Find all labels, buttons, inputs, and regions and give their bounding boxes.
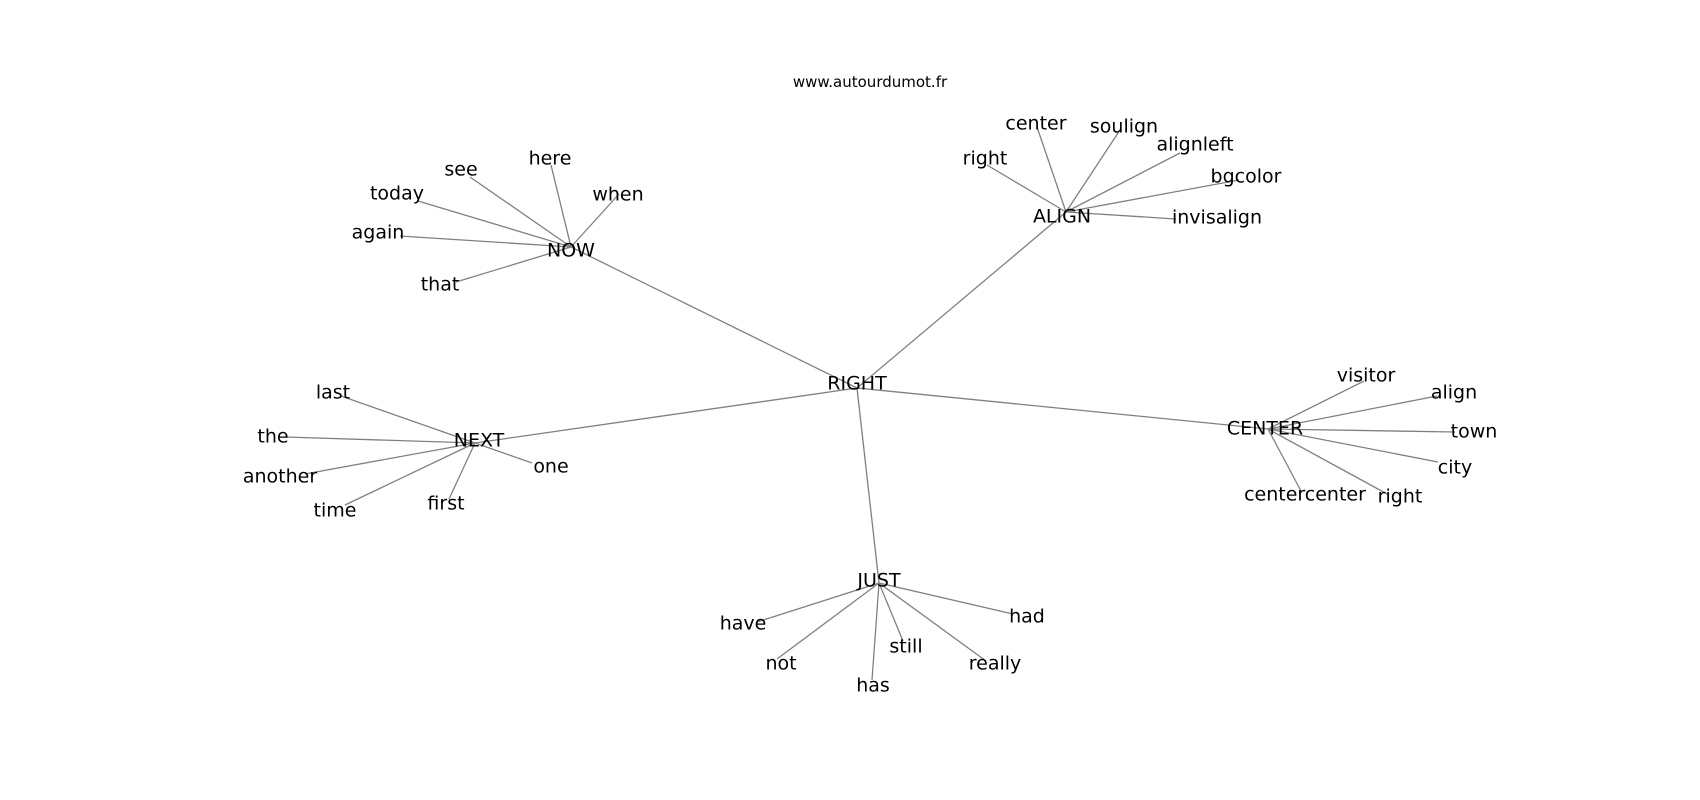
node-now-that[interactable]: that	[421, 274, 460, 296]
node-center-town[interactable]: town	[1451, 421, 1498, 443]
edge-right-align	[856, 211, 1067, 389]
node-center-city[interactable]: city	[1438, 457, 1472, 479]
edge-align-souligh	[1065, 129, 1121, 213]
node-align-center[interactable]: center	[1005, 113, 1066, 135]
edge-center-visitor	[1267, 380, 1365, 430]
node-align-invisalign[interactable]: invisalign	[1172, 207, 1262, 229]
edge-next-the	[284, 436, 476, 444]
edge-align-invisalign	[1065, 211, 1177, 220]
edge-just-had	[878, 582, 1014, 615]
edge-next-another	[304, 442, 476, 475]
site-label[interactable]: www.autourdumot.fr	[793, 73, 948, 91]
node-just-have[interactable]: have	[720, 613, 767, 635]
edge-next-time	[344, 442, 476, 506]
edge-just-not	[776, 582, 880, 660]
edge-just-has	[871, 582, 880, 681]
edge-right-next	[474, 387, 858, 444]
node-just-has[interactable]: has	[856, 675, 890, 697]
node-align-alignleft[interactable]: alignleft	[1156, 134, 1233, 156]
node-center-centercenter[interactable]: centercenter	[1244, 484, 1366, 506]
edge-align-bgcolor	[1065, 179, 1240, 213]
edge-right-just	[856, 387, 880, 584]
node-right[interactable]: RIGHT	[827, 373, 887, 395]
node-just-not[interactable]: not	[765, 653, 796, 675]
edge-now-see	[469, 176, 572, 248]
edge-just-really	[878, 582, 987, 662]
node-next-first[interactable]: first	[427, 493, 464, 515]
edge-center-centercenter	[1267, 428, 1302, 492]
node-next-time[interactable]: time	[314, 500, 357, 522]
edge-right-now	[570, 246, 858, 389]
node-center-visitor[interactable]: visitor	[1337, 365, 1396, 387]
edge-center-city	[1267, 428, 1439, 463]
node-now-when[interactable]: when	[592, 184, 643, 206]
node-just-still[interactable]: still	[889, 636, 922, 658]
node-now-here[interactable]: here	[529, 148, 572, 170]
node-center[interactable]: CENTER	[1227, 418, 1303, 440]
node-now-today[interactable]: today	[370, 183, 424, 205]
edge-next-one	[474, 442, 533, 464]
node-just-had[interactable]: had	[1009, 606, 1045, 628]
labels: www.autourdumot.fr RIGHT NOW see here today w…	[243, 73, 1497, 697]
edge-just-have	[756, 582, 880, 623]
edge-next-last	[340, 395, 476, 444]
edge-center-right-2	[1267, 428, 1390, 496]
edge-now-today	[417, 200, 572, 248]
node-next-last[interactable]: last	[316, 382, 350, 404]
edge-next-first	[448, 442, 476, 500]
node-center-align[interactable]: align	[1431, 382, 1477, 404]
node-next-another[interactable]: another	[243, 466, 317, 488]
node-align-right[interactable]: right	[963, 148, 1008, 170]
node-just-really[interactable]: really	[969, 653, 1022, 675]
edge-align-alignleft	[1065, 152, 1181, 213]
edge-now-here	[550, 164, 572, 248]
edge-now-when	[570, 193, 620, 248]
edge-align-center	[1036, 126, 1067, 213]
node-next-one[interactable]: one	[533, 456, 568, 478]
edge-right-center	[856, 387, 1269, 430]
node-next[interactable]: NEXT	[454, 430, 505, 452]
node-align[interactable]: ALIGN	[1033, 206, 1091, 228]
edge-just-still	[878, 582, 904, 642]
node-just[interactable]: JUST	[856, 570, 901, 592]
node-center-right-2[interactable]: right	[1378, 486, 1423, 508]
edge-center-align	[1267, 395, 1438, 430]
node-align-souligh[interactable]: soulign	[1090, 116, 1158, 138]
edge-now-that	[455, 246, 572, 283]
node-next-the[interactable]: the	[257, 426, 288, 448]
edge-now-again	[399, 235, 572, 248]
edges	[284, 126, 1456, 681]
node-now-see[interactable]: see	[444, 159, 477, 181]
edge-center-town	[1267, 428, 1456, 433]
node-now-again[interactable]: again	[352, 222, 405, 244]
node-align-bgcolor[interactable]: bgcolor	[1211, 166, 1282, 188]
edge-align-right	[986, 164, 1067, 213]
node-now[interactable]: NOW	[547, 240, 595, 262]
